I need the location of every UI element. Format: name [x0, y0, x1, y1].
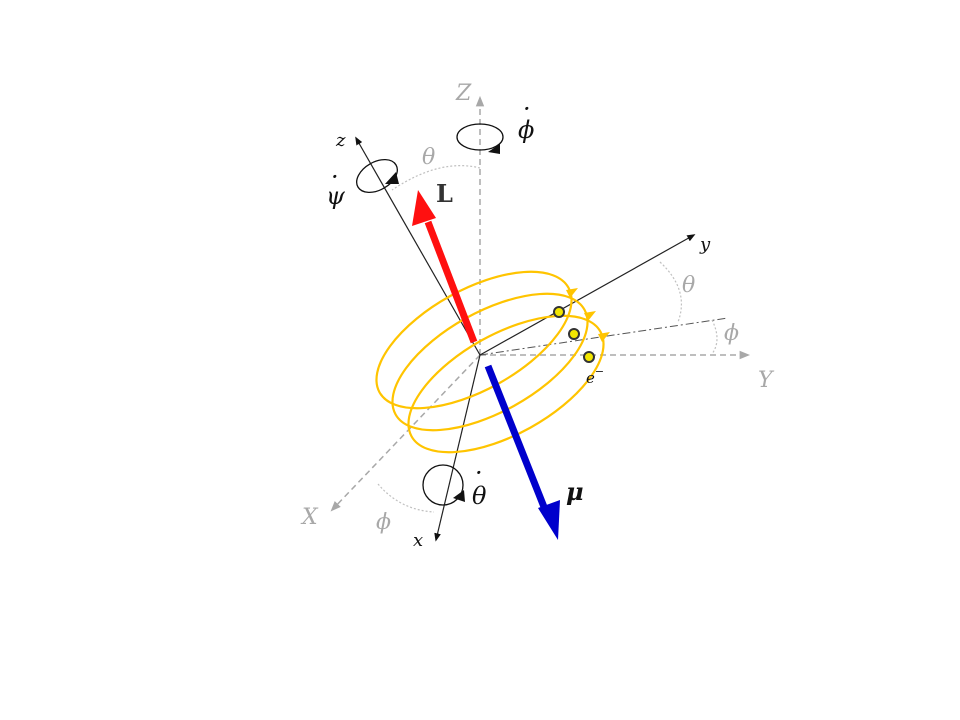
electron-charge: −	[595, 365, 604, 378]
body-x-label: x	[413, 530, 423, 551]
psi-dot-label: ψ	[326, 182, 346, 210]
orbit-3	[407, 314, 605, 454]
phi-dot-overdot: ·	[523, 95, 531, 123]
orbit-arrowhead-3	[598, 332, 610, 342]
body-z-axis	[355, 136, 481, 356]
psi-dot-rotation-icon	[356, 158, 399, 194]
body-x-axis	[434, 354, 481, 542]
line-of-nodes	[479, 317, 729, 356]
body-y-label: y	[699, 234, 711, 255]
theta-right-label: θ	[682, 273, 695, 298]
phi-dot-rotation-icon	[456, 123, 504, 154]
lab-x-axis	[330, 354, 481, 512]
body-y-axis	[479, 234, 696, 356]
phi-bottom-label: ϕ	[376, 510, 391, 535]
magnetic-moment-shaft	[484, 364, 550, 514]
electron-1	[553, 306, 565, 318]
body-z-label: z	[335, 130, 346, 151]
magnetic-moment-label: μ	[566, 477, 584, 506]
orbit-2	[391, 292, 589, 432]
orbit-arrowhead-2	[584, 311, 596, 321]
theta-dot-rotation-icon	[422, 464, 465, 506]
lab-x-label: X	[300, 505, 319, 530]
electron-label: e−	[586, 365, 604, 387]
electron-2	[568, 328, 580, 340]
phi-arc-bottom	[377, 483, 435, 513]
angular-momentum-label: L	[436, 179, 453, 208]
electron-3	[583, 351, 595, 363]
magnetic-moment-arrowhead	[538, 500, 560, 540]
theta-arc-right	[659, 261, 682, 323]
lab-z-label: Z	[455, 81, 472, 106]
electron-symbol: e	[586, 369, 595, 387]
phi-arc-right	[711, 319, 718, 355]
phi-dot-label: ϕ	[518, 116, 534, 144]
theta-dot-overdot: ·	[475, 459, 483, 487]
orbit-arrowhead-1	[566, 288, 578, 298]
lab-y-label: Y	[758, 368, 775, 393]
angular-momentum-shaft	[424, 220, 478, 344]
theta-dot-label: θ	[472, 482, 487, 510]
theta-arc-top	[391, 165, 481, 191]
theta-top-label: θ	[422, 145, 435, 170]
electron-orbits	[375, 270, 605, 454]
angular-momentum-arrowhead	[412, 190, 436, 226]
psi-dot-overdot: ·	[331, 163, 339, 191]
phi-right-label: ϕ	[724, 321, 739, 346]
